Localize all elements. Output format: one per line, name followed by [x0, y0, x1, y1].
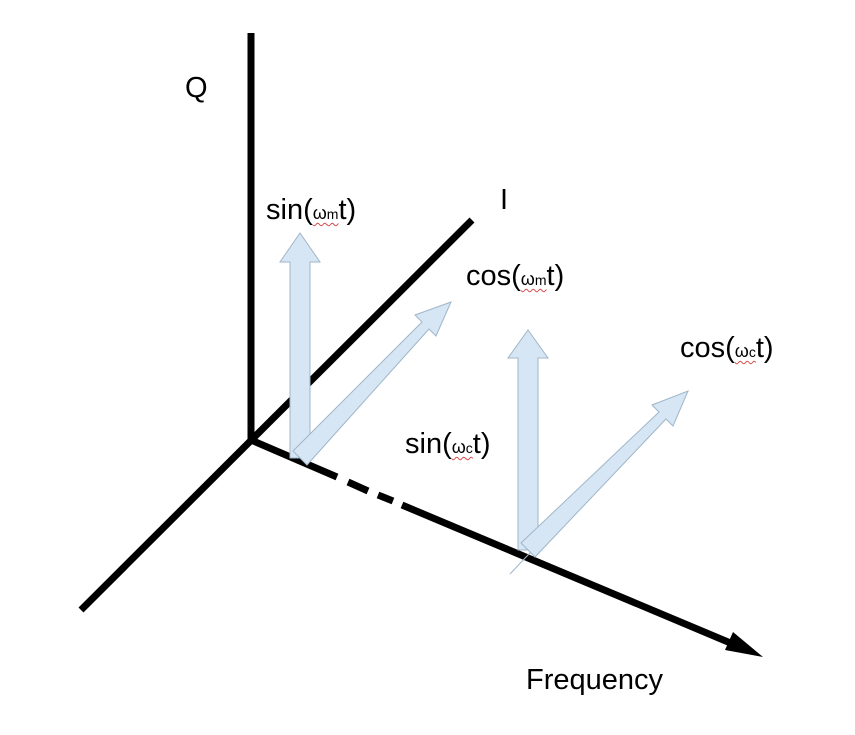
cos-c-omega: ωc	[735, 341, 756, 361]
cos-m-suffix: t)	[546, 260, 565, 292]
cos-m-label: cos(ωmt)	[466, 262, 564, 291]
cos-c-suffix: t)	[755, 332, 774, 364]
sin-c-arrow	[507, 329, 549, 551]
cos-m-arrow	[292, 301, 452, 466]
sin-m-arrow	[279, 232, 321, 459]
q-axis-label: Q	[185, 72, 208, 104]
sin-c-subscript: c	[465, 440, 473, 456]
sin-m-omega: ωm	[313, 203, 339, 223]
frequency-axis-dash-2	[376, 491, 395, 505]
sin-c-omega-symbol: ω	[451, 437, 466, 457]
cos-c-arrow	[520, 390, 689, 558]
cos-m-omega-symbol: ω	[520, 269, 535, 289]
sin-m-prefix: sin(	[266, 194, 313, 226]
cos-c-subscript: c	[748, 344, 756, 360]
i-axis-label: I	[500, 184, 509, 216]
frequency-axis-segment-2	[400, 501, 742, 651]
cos-c-prefix: cos(	[680, 332, 735, 364]
frequency-axis-dash-1	[346, 478, 370, 495]
sin-m-label: sin(ωmt)	[266, 196, 356, 225]
cos-m-subscript: m	[534, 272, 547, 288]
i-axis	[78, 217, 475, 613]
sin-c-label: sin(ωct)	[405, 430, 491, 459]
cos-m-omega: ωm	[521, 269, 547, 289]
sin-c-suffix: t)	[472, 428, 491, 460]
frequency-axis-arrowhead	[725, 632, 763, 657]
sin-m-omega-symbol: ω	[312, 203, 327, 223]
sin-m-suffix: t)	[338, 194, 357, 226]
cos-m-prefix: cos(	[466, 260, 521, 292]
cos-c-label: cos(ωct)	[680, 334, 774, 363]
sin-m-subscript: m	[326, 206, 339, 222]
sin-c-omega: ωc	[452, 437, 473, 457]
sin-c-prefix: sin(	[405, 428, 452, 460]
frequency-axis-label: Frequency	[526, 664, 664, 696]
cos-c-omega-symbol: ω	[734, 341, 749, 361]
